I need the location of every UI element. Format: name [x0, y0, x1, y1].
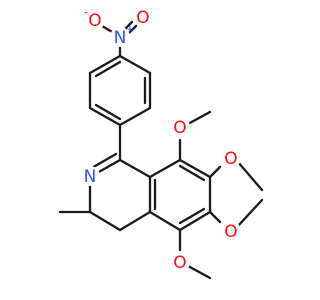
dioxole-oxygen-bottom: O: [221, 221, 241, 242]
bond: [148, 158, 182, 179]
bond: [208, 165, 222, 179]
nitro-oxygen: O: [133, 7, 153, 28]
atom-label: O: [173, 253, 186, 273]
atom-label: O: [173, 118, 186, 138]
nitro-oxygen-minus: O -: [84, 6, 105, 31]
atom-label: O: [88, 11, 101, 31]
bond: [148, 210, 182, 232]
methoxy-oxygen-top: O: [170, 117, 190, 138]
bond: [208, 210, 222, 224]
bond: [88, 54, 122, 75]
bond: [88, 106, 122, 127]
bond: [118, 210, 152, 232]
bond: [186, 264, 212, 280]
bond: [186, 110, 212, 126]
bond: [94, 103, 122, 121]
charge-sign: +: [125, 23, 134, 36]
bond: [178, 207, 206, 225]
atom-label: N: [114, 28, 127, 48]
bond: [178, 164, 206, 182]
bond: [178, 210, 212, 232]
bond: [88, 152, 118, 171]
atom-labels: O - N + O N O O O O: [80, 6, 241, 273]
bond: [118, 54, 152, 75]
bond: [236, 160, 264, 192]
bond: [88, 210, 122, 232]
atom-label: O: [136, 8, 149, 28]
molecule-diagram: O - N + O N O O O O: [58, 6, 264, 280]
bond: [236, 198, 264, 228]
charge-sign: -: [84, 6, 88, 19]
atom-label: N: [84, 167, 97, 187]
ring-nitrogen: N: [80, 166, 100, 187]
bonds: [58, 20, 264, 280]
bond: [178, 158, 212, 179]
atom-label: O: [224, 149, 237, 169]
nitro-nitrogen: N +: [110, 23, 135, 48]
atom-label: O: [224, 222, 237, 242]
dioxole-oxygen-top: O: [221, 148, 241, 169]
bond: [118, 158, 152, 179]
bond: [94, 60, 122, 78]
methoxy-oxygen-bottom: O: [170, 252, 190, 273]
bond: [118, 106, 152, 127]
structure-canvas: O - N + O N O O O O: [58, 6, 264, 280]
